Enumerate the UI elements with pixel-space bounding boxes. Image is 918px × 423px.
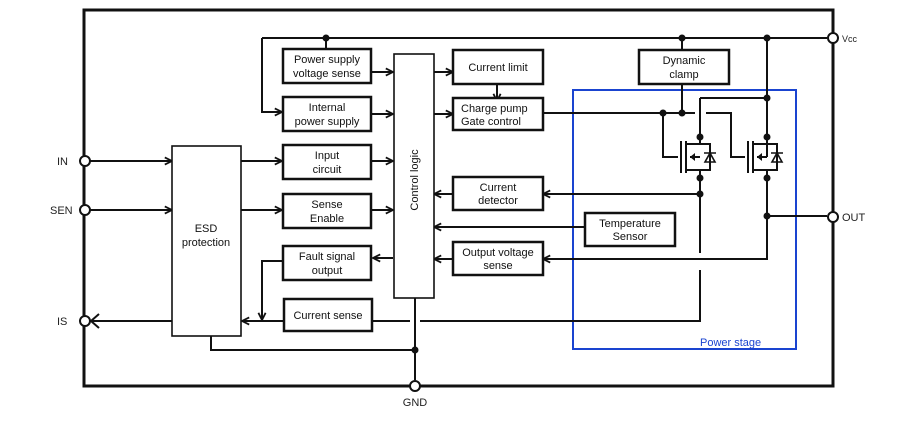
block-label: power supply (295, 116, 360, 128)
pin-out: OUT (827, 211, 866, 224)
pin-gnd: GND (403, 380, 428, 409)
block-label: Input (315, 150, 339, 162)
junction-dot (763, 94, 771, 102)
pin-label: SEN (50, 205, 73, 217)
junction-dot (322, 34, 330, 42)
pin-sen: SEN (50, 204, 91, 217)
block-label: circuit (313, 164, 342, 176)
block-label: Dynamic (663, 55, 706, 67)
current-limit-block: Current limit (451, 48, 545, 86)
wire-out-to-ovs (543, 216, 768, 259)
current-detector-block: Current detector (451, 175, 545, 212)
pin-label: IN (57, 156, 68, 168)
pin-label: GND (403, 397, 428, 409)
current-sense-block: Current sense (282, 297, 374, 333)
charge-pump-gate-control-block: Charge pump Gate control (451, 96, 545, 132)
block-label: Enable (310, 213, 344, 225)
block-label: output (312, 265, 343, 277)
block-label: Gate control (461, 116, 521, 128)
block-label: clamp (669, 69, 698, 81)
output-voltage-sense-block: Output voltage sense (451, 240, 545, 277)
block-label: detector (478, 195, 518, 207)
power-mosfet-icon (747, 133, 784, 182)
pin-in: IN (57, 155, 91, 168)
sense-mosfet-icon (680, 98, 717, 182)
power-stage-label: Power stage (700, 337, 761, 349)
block-label: Power supply (294, 54, 361, 66)
power-stage-region (572, 89, 797, 350)
fault-signal-output-block: Fault signal output (281, 244, 373, 282)
block-label: Fault signal (299, 251, 355, 263)
pin-label: Vcc (842, 34, 858, 44)
junction-dot (411, 346, 419, 354)
input-circuit-block: Input circuit (281, 143, 373, 181)
temperature-sensor-block: Temperature Sensor (583, 211, 677, 248)
wire-gate-to-fet1 (662, 113, 678, 158)
block-label: Sensor (613, 231, 648, 243)
block-label: sense (483, 260, 512, 272)
pin-label: OUT (842, 212, 866, 224)
block-label: Output voltage (462, 247, 534, 259)
wire-vcc-to-internal-supply (261, 38, 282, 112)
wire-esd-to-gnd (210, 335, 415, 351)
esd-label-2: protection (182, 237, 230, 249)
sense-enable-block: Sense Enable (281, 192, 373, 230)
wire-fault-to-is (262, 260, 283, 320)
pin-vcc: Vcc (827, 32, 858, 44)
esd-label-1: ESD (195, 223, 218, 235)
block-label: Temperature (599, 218, 661, 230)
junction-dot (763, 34, 771, 42)
pin-label: IS (57, 316, 67, 328)
dynamic-clamp-block: Dynamic clamp (637, 48, 731, 86)
chip-boundary (82, 8, 835, 388)
block-label: Current (480, 182, 517, 194)
block-label: Sense (311, 199, 342, 211)
gate-line-2 (706, 112, 745, 158)
internal-power-supply-block: Internal power supply (281, 95, 373, 133)
power-supply-voltage-sense-block: Power supply voltage sense (281, 47, 373, 85)
junction-dot (763, 212, 771, 220)
block-label: Current limit (468, 62, 527, 74)
control-logic-block: Control logic (393, 53, 435, 299)
pin-is: IS (57, 315, 91, 328)
block-label: voltage sense (293, 68, 361, 80)
control-logic-label: Control logic (409, 149, 421, 211)
junction-dot (678, 34, 686, 42)
block-label: Current sense (293, 310, 362, 322)
esd-protection-block: ESD protection (171, 145, 242, 337)
block-label: Internal (309, 102, 346, 114)
block-label: Charge pump (461, 103, 528, 115)
wire-sense-fet-to-current-sense (372, 270, 701, 322)
